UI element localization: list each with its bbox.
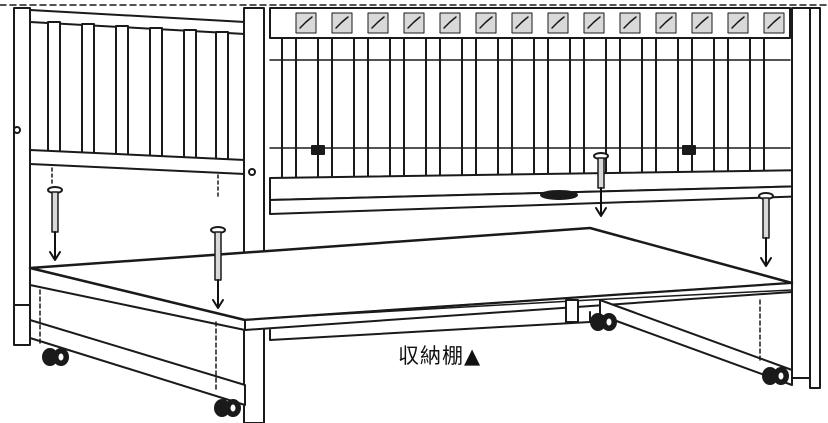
front-slat — [353, 37, 369, 181]
left-back-post — [13, 7, 31, 309]
side-slats — [47, 21, 229, 163]
bolt-shaft — [762, 197, 770, 239]
bolt-with-arrow — [593, 152, 609, 217]
side-slat — [81, 23, 95, 155]
bolt-with-arrow — [210, 226, 226, 309]
front-slat — [677, 37, 693, 178]
right-front-post — [791, 7, 811, 379]
hardware-block — [682, 145, 696, 155]
front-rail-badge — [540, 190, 578, 200]
bolt-shaft — [597, 157, 605, 189]
side-top-rail — [29, 9, 246, 35]
right-back-post — [809, 7, 821, 389]
front-panel — [269, 7, 821, 389]
front-slat — [749, 37, 765, 178]
front-slat — [497, 37, 513, 180]
front-slat — [461, 37, 477, 180]
front-slat — [533, 37, 549, 179]
bolt-shaft — [51, 191, 59, 233]
side-slat — [47, 21, 61, 153]
front-post-hole — [248, 168, 256, 176]
side-slat — [183, 29, 197, 161]
caster-wheel — [214, 399, 241, 417]
decorative-tiles — [295, 12, 785, 34]
storage-shelf — [28, 226, 794, 386]
bolt-shaft — [214, 231, 222, 281]
bolt-with-arrow — [47, 186, 63, 261]
front-slat — [389, 37, 405, 181]
caster-wheel — [42, 348, 69, 366]
bolt-with-arrow — [758, 192, 774, 267]
bolts — [47, 152, 774, 309]
front-slat — [569, 37, 585, 179]
front-slat — [641, 37, 657, 178]
side-slat — [215, 31, 229, 163]
hardware-block — [311, 145, 325, 155]
left-lower-frame — [13, 267, 246, 406]
casters — [42, 313, 789, 417]
storage-shelf-label: 収納棚▲ — [398, 344, 482, 368]
caster-wheel — [762, 367, 789, 385]
left-post-hole — [13, 126, 21, 134]
side-slat — [149, 27, 163, 159]
left-front-post — [243, 7, 265, 423]
front-slat — [713, 37, 729, 178]
front-slat — [425, 37, 441, 180]
side-lower-rail — [29, 149, 246, 175]
side-slat — [115, 25, 129, 157]
caster-wheel — [590, 313, 617, 331]
